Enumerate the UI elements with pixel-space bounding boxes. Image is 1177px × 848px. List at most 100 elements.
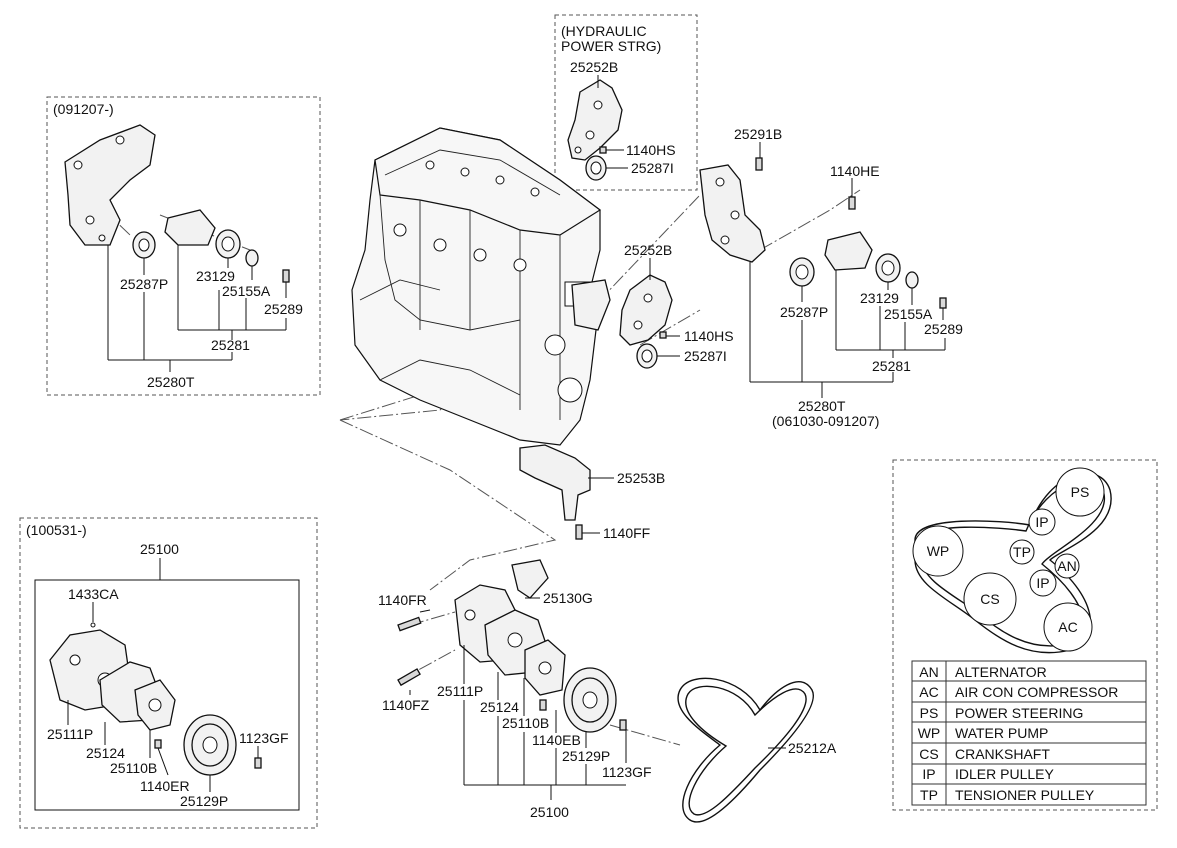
part-label-1433CA: 1433CA (68, 586, 119, 602)
part-label-25155A-left: 25155A (222, 283, 271, 299)
legend-name: CRANKSHAFT (955, 746, 1050, 762)
part-label-25280T-right-range: (061030-091207) (772, 413, 879, 429)
tensioner-box-title: (091207-) (53, 101, 114, 117)
ps-bracket-mid (571, 274, 673, 369)
part-label-25252B-top: 25252B (570, 59, 618, 75)
part-label-25287P-left: 25287P (120, 276, 168, 292)
legend-name: ALTERNATOR (955, 664, 1047, 680)
part-label-25111P-box: 25111P (47, 726, 93, 742)
pulley-cs-label: CS (980, 591, 999, 607)
legend-name: POWER STEERING (955, 705, 1083, 721)
pulley-WP: WP (912, 525, 964, 577)
part-label-23129-left: 23129 (196, 268, 235, 284)
legend-row: AC AIR CON COMPRESSOR (919, 684, 1118, 700)
part-label-1140FZ: 1140FZ (382, 697, 430, 713)
legend-code: AC (919, 684, 938, 700)
pulley-wp-label: WP (927, 543, 950, 559)
part-label-1140FF: 1140FF (603, 525, 650, 541)
bracket-25253B (519, 444, 591, 540)
water-pump-box-parts (49, 622, 262, 776)
legend-code: CS (919, 746, 938, 762)
legend-row: WP WATER PUMP (918, 725, 1049, 741)
part-label-25287I-top: 25287I (631, 160, 674, 176)
legend-code: PS (920, 705, 939, 721)
part-label-25281-left: 25281 (211, 337, 250, 353)
legend-row: IP IDLER PULLEY (922, 766, 1054, 782)
pulley-AN: AN (1054, 553, 1080, 579)
part-label-25124: 25124 (480, 699, 519, 715)
part-label-25280T-left: 25280T (147, 374, 195, 390)
engine-block (351, 127, 602, 446)
pulley-PS: PS (1055, 467, 1105, 517)
ps-bracket-top (567, 79, 623, 181)
part-label-25212A: 25212A (788, 740, 837, 756)
pulley-CS: CS (963, 572, 1017, 626)
water-pump-100531-box (19, 517, 318, 829)
pulley-ip-lower-label: IP (1036, 575, 1049, 591)
hydraulic-power-steering-box (554, 14, 698, 191)
belt-routing-schematic: PS IP WP TP AN IP CS AC (912, 467, 1112, 654)
pulley-ps-label: PS (1071, 484, 1090, 500)
part-label-25252B-mid: 25252B (624, 242, 672, 258)
legend-code: AN (919, 664, 938, 680)
part-label-23129-right: 23129 (860, 290, 899, 306)
part-label-25111P: 25111P (437, 683, 483, 699)
part-label-1140ER: 1140ER (140, 778, 190, 794)
part-label-25124-box: 25124 (86, 745, 125, 761)
water-pump-main-parts (397, 559, 627, 733)
pulley-TP: TP (1009, 539, 1035, 565)
part-label-25287I-mid: 25287I (684, 348, 727, 364)
part-label-25289-left: 25289 (264, 301, 303, 317)
legend-name: TENSIONER PULLEY (955, 787, 1095, 803)
part-label-25110B: 25110B (502, 715, 549, 731)
leader-lines (67, 75, 946, 800)
hydraulic-box-title-line1: (HYDRAULIC (561, 23, 647, 39)
legend-table: AN ALTERNATOR AC AIR CON COMPRESSOR PS P… (911, 660, 1147, 806)
part-label-25130G: 25130G (543, 590, 593, 606)
water-pump-inner-box (34, 579, 300, 811)
pulley-an-label: AN (1057, 558, 1076, 574)
part-label-1123GF: 1123GF (602, 764, 652, 780)
pulley-ip-upper-label: IP (1035, 514, 1048, 530)
part-label-25253B: 25253B (617, 470, 665, 486)
part-label-25287P-right: 25287P (780, 304, 828, 320)
legend-code: IP (922, 766, 935, 782)
part-label-25280T-right: 25280T (798, 398, 846, 414)
part-label-25110B-box: 25110B (110, 760, 157, 776)
legend-row: PS POWER STEERING (920, 705, 1084, 721)
part-label-25289-right: 25289 (924, 321, 963, 337)
part-label-1140HS-top: 1140HS (626, 142, 676, 158)
pulley-IP-lower: IP (1029, 569, 1057, 597)
tensioner-091207-box (46, 96, 321, 396)
legend-name: AIR CON COMPRESSOR (955, 684, 1118, 700)
part-label-1123GF-box: 1123GF (239, 730, 289, 746)
part-label-25129P: 25129P (562, 748, 610, 764)
water-pump-box-title: (100531-) (26, 522, 87, 538)
part-label-1140FR: 1140FR (378, 592, 427, 608)
belt-routing-box (892, 459, 1158, 811)
part-label-25100: 25100 (530, 804, 569, 820)
part-label-1140HE: 1140HE (830, 163, 880, 179)
legend-row: AN ALTERNATOR (919, 664, 1047, 680)
tensioner-assembly-right (699, 157, 947, 309)
part-label-25281-right: 25281 (872, 358, 911, 374)
drive-belt-25212A (677, 677, 814, 823)
part-labels: (HYDRAULIC POWER STRG) (091207-) (100531… (26, 23, 963, 820)
legend-row: CS CRANKSHAFT (919, 746, 1050, 762)
legend-name: IDLER PULLEY (955, 766, 1054, 782)
pulley-AC: AC (1043, 602, 1093, 652)
part-label-25155A-right: 25155A (884, 306, 933, 322)
legend-name: WATER PUMP (955, 725, 1048, 741)
part-label-25291B: 25291B (734, 126, 782, 142)
hydraulic-box-title-line2: POWER STRG) (561, 38, 661, 54)
part-label-25129P-box: 25129P (180, 793, 228, 809)
part-label-1140HS-mid: 1140HS (684, 328, 734, 344)
pulley-IP-upper: IP (1028, 508, 1056, 536)
legend-row: TP TENSIONER PULLEY (920, 787, 1095, 803)
pulley-ac-label: AC (1058, 619, 1077, 635)
part-label-25100-box: 25100 (140, 541, 179, 557)
part-label-1140EB: 1140EB (532, 732, 581, 748)
legend-code: TP (920, 787, 938, 803)
legend-code: WP (918, 725, 941, 741)
